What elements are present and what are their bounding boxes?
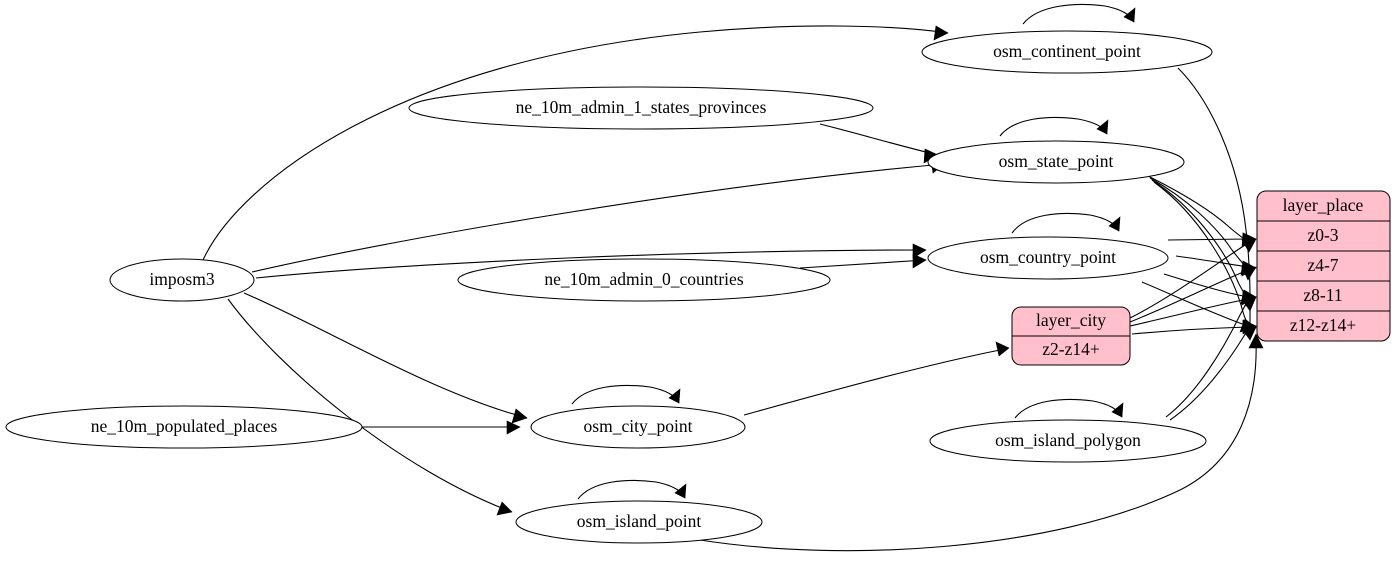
node-layer_place-row-z8-11: z8-11 <box>1303 285 1342 305</box>
node-osm_continent_point[interactable]: osm_continent_point <box>921 30 1213 74</box>
node-osm_island_point-label: osm_island_point <box>577 511 702 531</box>
node-osm_city_point-label: osm_city_point <box>584 416 693 436</box>
node-osm_island_polygon-label: osm_island_polygon <box>995 430 1141 450</box>
edge-self-loop-osm_island_polygon <box>1014 398 1124 419</box>
node-osm_country_point[interactable]: osm_country_point <box>927 236 1169 280</box>
node-layer_place-row-z0-3: z0-3 <box>1307 225 1338 245</box>
edge-ne_10m_populated_places-to-osm_city_point <box>362 420 521 435</box>
edge-layer <box>202 3 1264 552</box>
node-ne_10m_admin_1_states_provinces-label: ne_10m_admin_1_states_provinces <box>516 97 767 117</box>
edge-osm_city_point-to-layer_city <box>743 341 1010 416</box>
node-imposm3-label: imposm3 <box>149 269 214 289</box>
node-osm_state_point-label: osm_state_point <box>999 151 1114 171</box>
node-ne_10m_populated_places[interactable]: ne_10m_populated_places <box>5 405 363 449</box>
edge-self-loop-osm_island_point <box>577 479 687 500</box>
edge-osm_island_polygon-to-layer_place-z12 <box>1169 326 1257 421</box>
node-ne_10m_admin_1_states_provinces[interactable]: ne_10m_admin_1_states_provinces <box>408 86 874 130</box>
edge-osm_state_point-to-layer_place-z12 <box>1153 181 1257 334</box>
node-layer_city[interactable]: layer_city z2-z14+ <box>1011 306 1131 366</box>
node-ne_10m_admin_0_countries[interactable]: ne_10m_admin_0_countries <box>457 258 831 302</box>
edge-imposm3-to-osm_state_point <box>251 158 945 273</box>
edge-imposm3-to-osm_island_point <box>227 298 513 516</box>
node-layer_place-row-z12-z14: z12-z14+ <box>1290 315 1356 335</box>
node-osm_island_point[interactable]: osm_island_point <box>515 500 763 544</box>
edge-layer_city-to-layer_place-z0 <box>1129 238 1257 319</box>
node-osm_city_point[interactable]: osm_city_point <box>530 405 746 449</box>
node-layer: imposm3 ne_10m_admin_1_states_provinces … <box>5 30 1391 544</box>
edge-osm_country_point-to-layer_place-z12 <box>1141 281 1257 333</box>
node-layer_city-row-z2-z14: z2-z14+ <box>1042 339 1100 359</box>
node-imposm3[interactable]: imposm3 <box>109 258 255 302</box>
node-layer_place-row-title: layer_place <box>1283 195 1364 215</box>
edge-ne_10m_admin_0_countries-to-osm_country_point <box>799 253 927 269</box>
edge-imposm3-to-osm_city_point <box>243 292 528 424</box>
edge-imposm3-to-osm_continent_point <box>202 25 949 261</box>
edge-osm_island_point-to-layer_place-z12 <box>699 333 1264 552</box>
edge-self-loop-osm_state_point <box>999 116 1109 137</box>
edge-self-loop-osm_country_point <box>1011 212 1121 234</box>
node-layer_city-row-title: layer_city <box>1036 310 1106 330</box>
node-layer_place-row-z4-7: z4-7 <box>1307 255 1338 275</box>
node-ne_10m_admin_0_countries-label: ne_10m_admin_0_countries <box>544 269 743 289</box>
node-ne_10m_populated_places-label: ne_10m_populated_places <box>91 416 278 436</box>
node-layer_place[interactable]: layer_place z0-3 z4-7 z8-11 z12-z14+ <box>1256 190 1391 342</box>
edge-layer_city-to-layer_place-z12 <box>1131 320 1257 335</box>
edge-osm_island_polygon-to-layer_place-z8 <box>1165 296 1257 418</box>
node-osm_state_point[interactable]: osm_state_point <box>927 140 1185 184</box>
edge-imposm3-to-osm_country_point <box>255 243 927 279</box>
edge-self-loop-osm_continent_point <box>1022 3 1136 25</box>
node-osm_country_point-label: osm_country_point <box>980 247 1116 267</box>
node-osm_continent_point-label: osm_continent_point <box>993 41 1141 61</box>
node-osm_island_polygon[interactable]: osm_island_polygon <box>929 419 1207 463</box>
edge-layer_city-to-layer_place-z4 <box>1129 266 1257 323</box>
edge-self-loop-osm_city_point <box>571 384 681 405</box>
edge-ne_10m_admin_1_states_provinces-to-osm_state_point <box>819 123 939 164</box>
